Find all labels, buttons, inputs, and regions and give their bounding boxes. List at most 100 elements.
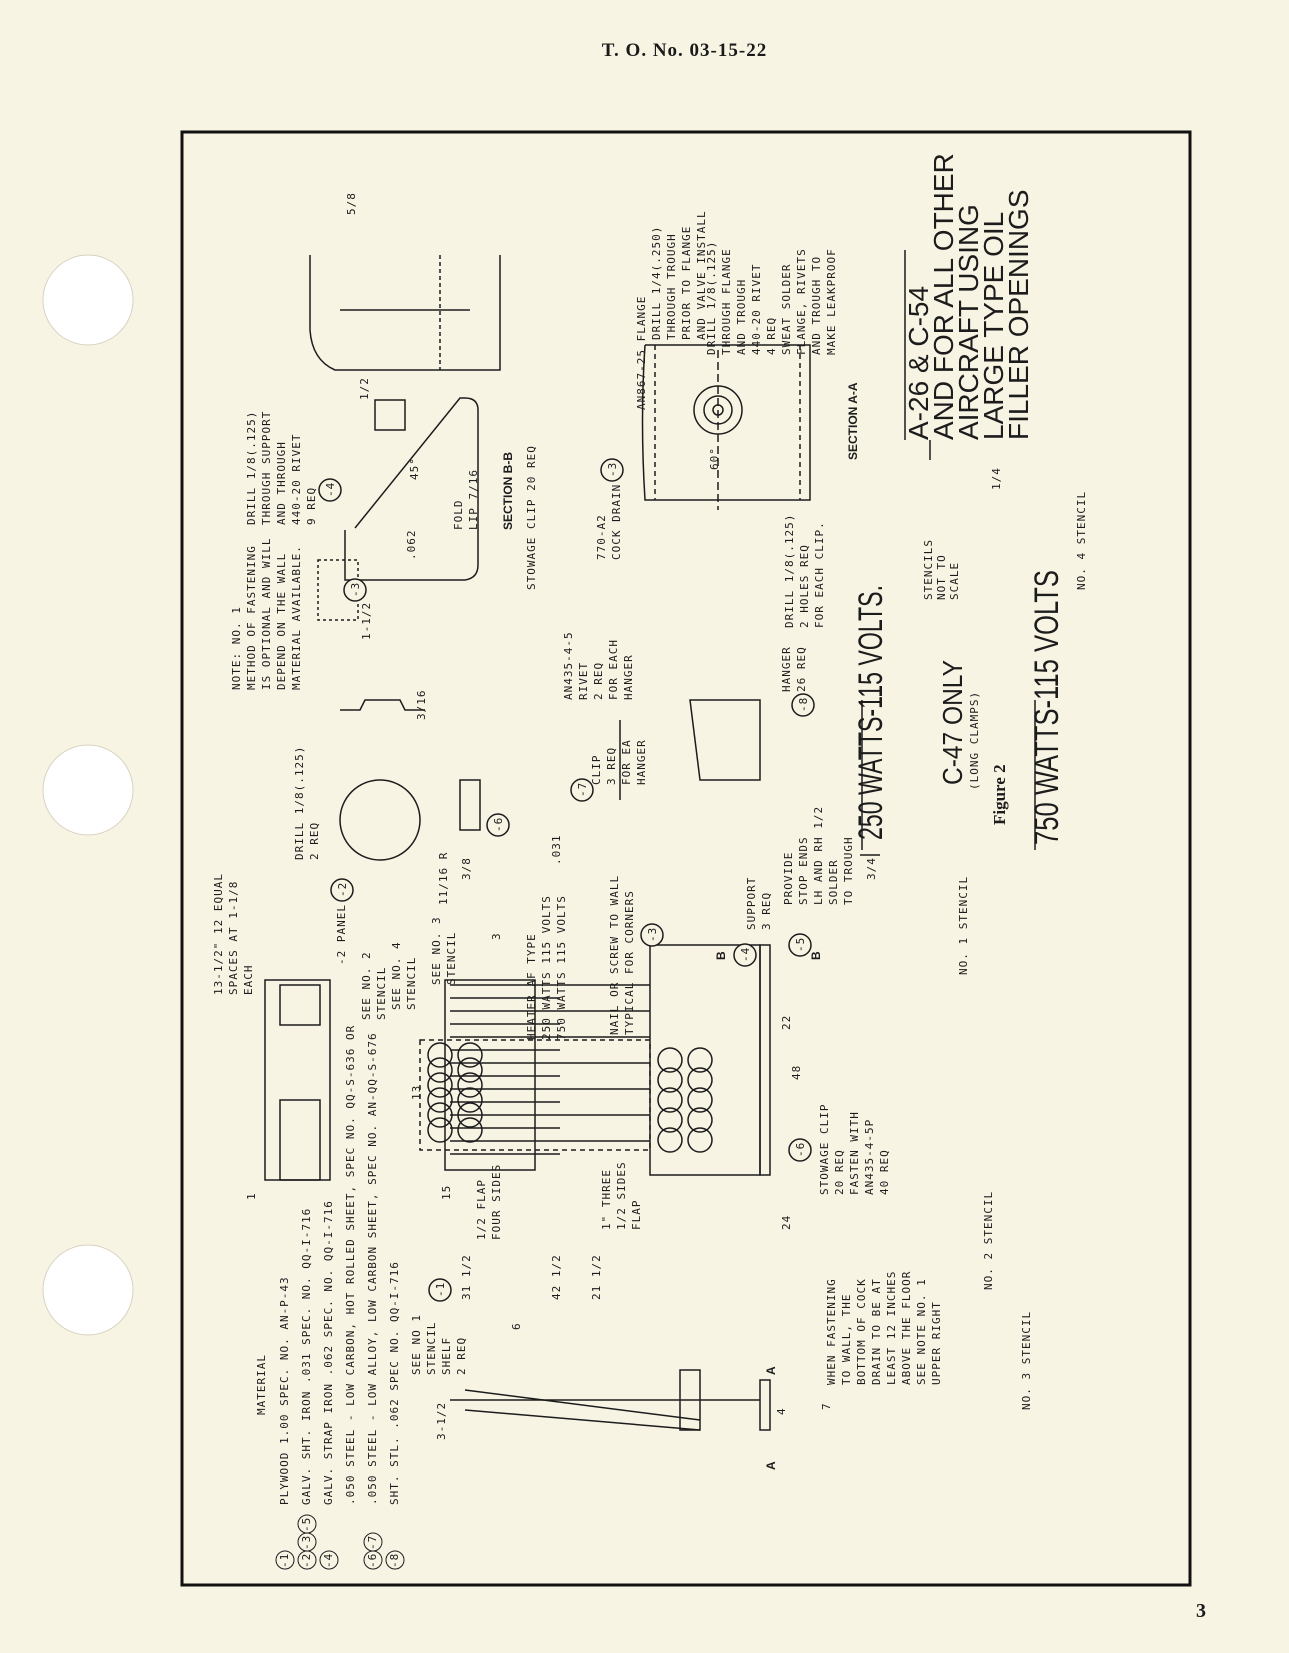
stowage-clip bbox=[457, 1102, 483, 1128]
stowage-clip bbox=[427, 1057, 453, 1083]
dimension-label: 4 bbox=[775, 1407, 788, 1415]
part-callout: -8 bbox=[791, 693, 815, 717]
svg-text:-3: -3 bbox=[300, 1535, 313, 1550]
section-marker-b: B bbox=[809, 951, 823, 960]
dimension-label: 15 bbox=[440, 1185, 453, 1200]
dimension-label: 3-1/2 bbox=[435, 1402, 448, 1440]
dimension-label: 1 bbox=[245, 1192, 258, 1200]
stowage-clip bbox=[687, 1107, 713, 1133]
dimension-label: 24 bbox=[780, 1215, 793, 1230]
stencil-2-subtext: (LONG CLAMPS) bbox=[968, 691, 981, 790]
dimension-label: 42 1/2 bbox=[550, 1254, 563, 1300]
svg-text:-8: -8 bbox=[388, 1553, 401, 1568]
dimension-label: 7 bbox=[820, 1402, 833, 1410]
dimension-label: .031 bbox=[550, 835, 563, 866]
part-callout: -4 bbox=[319, 1550, 339, 1570]
part-callout: -2 bbox=[297, 1550, 317, 1570]
svg-text:-4: -4 bbox=[739, 947, 752, 962]
part-callout: -6 bbox=[788, 1138, 812, 1162]
stowage-clip bbox=[687, 1087, 713, 1113]
figure-caption: Figure 2 bbox=[990, 764, 1009, 825]
dimension-label: 60° bbox=[708, 447, 721, 470]
stowage-clip bbox=[427, 1072, 453, 1098]
dimension-label: 45° bbox=[408, 457, 421, 480]
svg-text:-8: -8 bbox=[797, 697, 810, 712]
stowage-clip bbox=[457, 1072, 483, 1098]
stowage-clip bbox=[657, 1087, 683, 1113]
part-callout: -1 bbox=[428, 1278, 452, 1302]
dimension-label: .062 bbox=[405, 530, 418, 561]
stencil-3-text: 750 WATTS-115 VOLTS bbox=[1028, 570, 1066, 845]
document-header: T. O. No. 03-15-22 bbox=[601, 40, 768, 61]
svg-text:-1: -1 bbox=[278, 1553, 291, 1568]
stowage-clip bbox=[427, 1087, 453, 1113]
svg-text:-4: -4 bbox=[324, 482, 337, 497]
stowage-clip bbox=[687, 1127, 713, 1153]
part-callout: -4 bbox=[318, 478, 342, 502]
stowage-clip bbox=[427, 1102, 453, 1128]
stencil-1-text: 250 WATTS-115 VOLTS. bbox=[852, 585, 890, 840]
part-callout: -3 bbox=[297, 1532, 317, 1552]
stencil-3-label: NO. 3 STENCIL bbox=[1020, 1311, 1033, 1410]
stowage-clip bbox=[657, 1067, 683, 1093]
stowage-clip bbox=[687, 1067, 713, 1093]
svg-text:-2: -2 bbox=[300, 1553, 313, 1568]
dimension-label: 3/8 bbox=[460, 857, 473, 880]
part-callout: -8 bbox=[385, 1550, 405, 1570]
part-callout: -4 bbox=[733, 943, 757, 967]
part-callout: -6 bbox=[363, 1550, 383, 1570]
svg-text:-5: -5 bbox=[794, 937, 807, 952]
dimension-label: 1/4 bbox=[990, 467, 1003, 490]
svg-text:-3: -3 bbox=[606, 462, 619, 477]
flange-label: AN867-25 FLANGE bbox=[635, 296, 648, 410]
stowage-clip bbox=[427, 1117, 453, 1143]
stencil-1-label: NO. 1 STENCIL bbox=[957, 876, 970, 975]
part-callout: -6 bbox=[486, 813, 510, 837]
stencil-2-label: NO. 2 STENCIL bbox=[982, 1191, 995, 1290]
part-callout: -5 bbox=[297, 1514, 317, 1534]
dimension-label: 6 bbox=[510, 1322, 523, 1330]
stowage-clip bbox=[427, 1042, 453, 1068]
part-callout: -3 bbox=[640, 923, 664, 947]
binder-holes bbox=[42, 254, 134, 1336]
dimension-label: 48 bbox=[790, 1065, 803, 1080]
dimension-label: 21 1/2 bbox=[590, 1254, 603, 1300]
material-item: .050 STEEL - LOW ALLOY, LOW CARBON SHEET… bbox=[366, 1032, 379, 1505]
svg-text:-3: -3 bbox=[646, 927, 659, 942]
dimension-label: 3/4 bbox=[865, 857, 878, 880]
drill-2req-note: DRILL 1/8(.125)2 REQ bbox=[293, 746, 321, 860]
svg-text:-1: -1 bbox=[434, 1282, 447, 1297]
stowage-clip bbox=[687, 1047, 713, 1073]
stowage-clip bbox=[457, 1087, 483, 1113]
svg-text:-5: -5 bbox=[300, 1517, 313, 1532]
part-callout: -2 bbox=[330, 878, 354, 902]
dimension-label: 1-1/2 bbox=[360, 602, 373, 640]
material-heading: MATERIAL bbox=[255, 1354, 268, 1415]
part-callout: -7 bbox=[363, 1532, 383, 1552]
drawing-border bbox=[180, 130, 1192, 1587]
dimension-label: 5/8 bbox=[345, 192, 358, 215]
dimension-label: 13 bbox=[410, 1085, 423, 1100]
stowage-clip-label: STOWAGE CLIP 20 REQ bbox=[525, 445, 538, 590]
dimension-label: 3/16 bbox=[415, 690, 428, 721]
